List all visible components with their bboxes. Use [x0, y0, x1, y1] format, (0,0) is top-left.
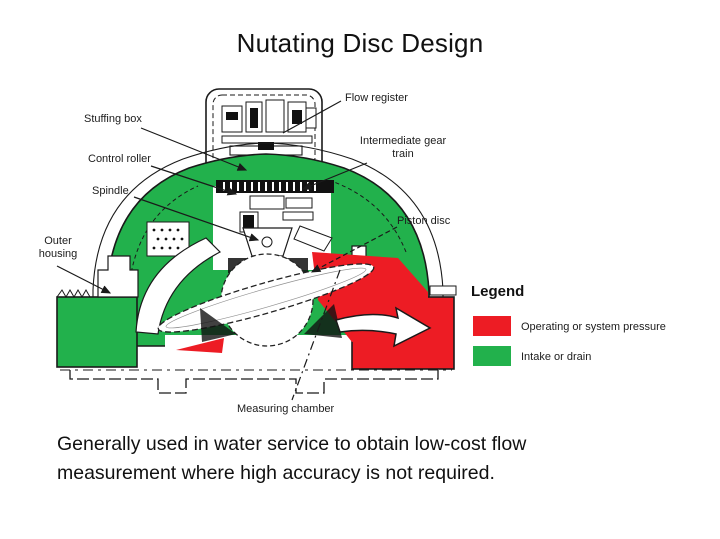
leader-lines	[56, 100, 398, 401]
label-spindle: Spindle	[92, 185, 129, 197]
label-measuring-chamber: Measuring chamber	[237, 403, 335, 415]
inlet-channel	[135, 237, 222, 335]
flow-arrow	[335, 306, 432, 348]
legend-label-intake: Intake or drain	[521, 351, 592, 363]
legend-label-pressure: Operating or system pressure	[521, 321, 666, 333]
base-casing	[60, 369, 452, 394]
label-piston-disc: Piston disc	[397, 215, 451, 227]
label-control-roller: Control roller	[88, 153, 151, 165]
label-outer-housing: Outer housing	[38, 235, 78, 260]
label-stuffing-box: Stuffing box	[84, 113, 142, 125]
label-flow-register: Flow register	[345, 92, 408, 104]
legend-title: Legend	[471, 283, 525, 300]
legend-swatch-intake	[473, 346, 511, 366]
label-intermediate-gear-train: Intermediate gear train	[359, 135, 447, 160]
stuffing-box-detail	[146, 221, 190, 257]
outer-housing-outline	[92, 142, 444, 346]
page-title: Nutating Disc Design	[236, 28, 484, 58]
inlet-pipe	[56, 255, 139, 368]
legend-swatch-pressure	[473, 316, 511, 336]
caption-text: Generally used in water service to obtai…	[57, 433, 527, 485]
piston-disc-shape	[157, 263, 375, 333]
